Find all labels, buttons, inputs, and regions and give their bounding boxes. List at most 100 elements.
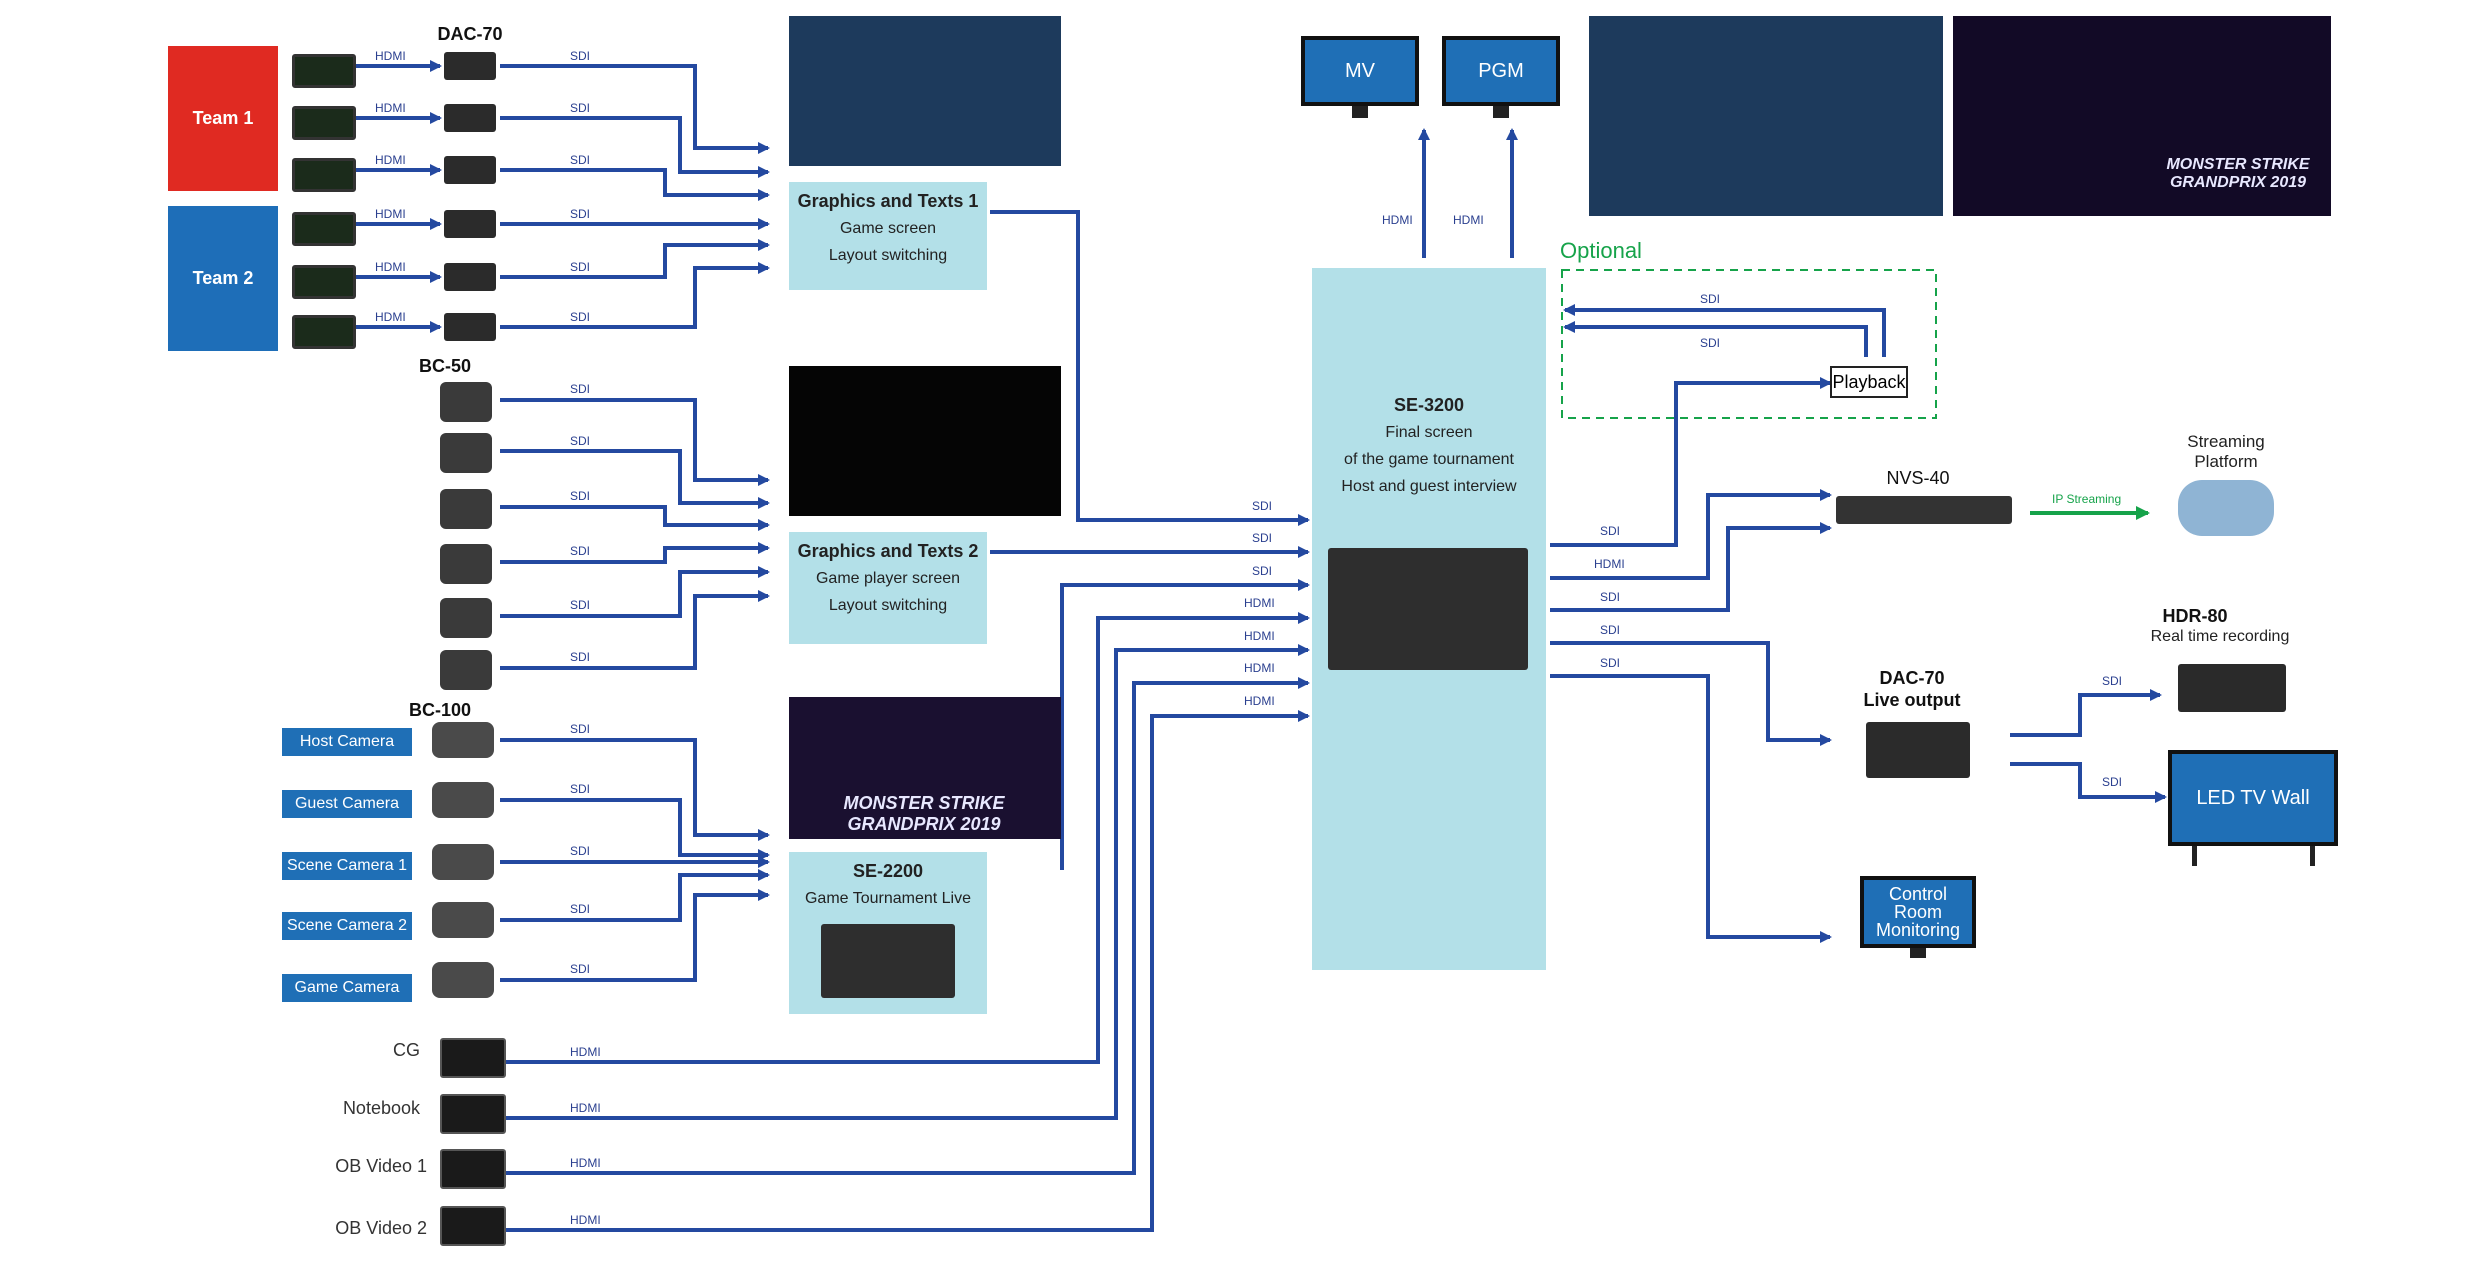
converter-icon — [444, 313, 496, 341]
team-2-label: Team 2 — [192, 268, 254, 288]
box-camera-icon — [440, 382, 492, 422]
box-camera-icon — [440, 489, 492, 529]
svg-text:IP Streaming: IP Streaming — [2052, 492, 2121, 506]
dac70-input-label: DAC-70 — [437, 24, 503, 44]
pgm-monitor: PGM — [1442, 36, 1560, 106]
svg-text:HDMI: HDMI — [375, 49, 406, 63]
svg-text:SDI: SDI — [570, 49, 590, 63]
team-hdmi-wires — [352, 60, 442, 333]
bc50-sdi-wires — [500, 398, 770, 670]
graphics-texts-1-line1: Game screen — [839, 220, 937, 237]
se3200-line1: Final screen — [1385, 424, 1473, 441]
bc100-label: BC-100 — [408, 700, 472, 720]
svg-text:SDI: SDI — [570, 650, 590, 664]
se3200-box: SE-3200 Final screen of the game tournam… — [1312, 268, 1546, 970]
svg-text:SDI: SDI — [1252, 564, 1272, 578]
svg-text:HDMI: HDMI — [1244, 596, 1275, 610]
se2200-box: SE-2200 Game Tournament Live — [789, 852, 987, 1014]
ob-video-2-label: OB Video 2 — [335, 1218, 427, 1238]
playback-wires — [1561, 269, 1937, 419]
control-room-monitor: Control Room Monitoring — [1860, 876, 1976, 948]
player-screen-preview — [789, 366, 1061, 516]
svg-text:SDI: SDI — [570, 489, 590, 503]
svg-text:HDMI: HDMI — [1244, 694, 1275, 708]
box-camera-icon — [440, 598, 492, 638]
encoder-icon — [1836, 496, 2012, 524]
bc50-label: BC-50 — [418, 356, 471, 376]
graphics-texts-2-line2: Layout switching — [828, 597, 948, 614]
svg-text:HDMI: HDMI — [1382, 213, 1413, 227]
svg-text:HDMI: HDMI — [570, 1156, 601, 1170]
laptop-icon — [440, 1038, 506, 1078]
laptop-hdmi-wires — [505, 612, 1310, 1232]
svg-text:SDI: SDI — [570, 782, 590, 796]
graphics-texts-1-title: Graphics and Texts 1 — [797, 191, 979, 211]
svg-text:SDI: SDI — [1252, 531, 1272, 545]
team-2-block: Team 2 — [168, 206, 278, 351]
nvs40-label: NVS-40 — [1886, 468, 1950, 488]
guest-camera-label: Guest Camera — [282, 790, 412, 818]
svg-text:HDMI: HDMI — [1594, 557, 1625, 571]
processor-wires — [990, 210, 1310, 870]
monitor-stand — [1910, 948, 1926, 958]
monitor-stand — [2192, 846, 2197, 866]
hdr80-sublabel: Real time recording — [2150, 628, 2290, 645]
svg-text:HDMI: HDMI — [375, 310, 406, 324]
mv-monitor: MV — [1301, 36, 1419, 106]
svg-text:SDI: SDI — [570, 722, 590, 736]
graphics-texts-1-line2: Layout switching — [828, 247, 948, 264]
output-wires — [1550, 377, 2167, 943]
phone-icon — [292, 265, 356, 299]
notebook-label: Notebook — [342, 1098, 420, 1118]
monitor-stand — [1493, 106, 1509, 118]
box-camera-icon — [440, 544, 492, 584]
cloud-icon — [2178, 480, 2274, 536]
svg-text:SDI: SDI — [1600, 623, 1620, 637]
svg-text:SDI: SDI — [1252, 499, 1272, 513]
laptop-icon — [440, 1206, 506, 1246]
svg-text:SDI: SDI — [570, 153, 590, 167]
svg-text:SDI: SDI — [1600, 524, 1620, 538]
switcher-icon — [1328, 548, 1528, 670]
phone-icon — [292, 158, 356, 192]
svg-text:SDI: SDI — [570, 207, 590, 221]
switcher-icon — [821, 924, 955, 998]
led-tv-wall-label: LED TV Wall — [2196, 786, 2310, 809]
laptop-icon — [440, 1094, 506, 1134]
camera-icon — [432, 902, 494, 938]
svg-text:HDMI: HDMI — [1453, 213, 1484, 227]
game-camera-label: Game Camera — [282, 974, 412, 1002]
svg-text:SDI: SDI — [570, 598, 590, 612]
ob-video-1-label: OB Video 1 — [335, 1156, 427, 1176]
mv-label: MV — [1345, 59, 1375, 82]
se2200-line1: Game Tournament Live — [804, 890, 971, 907]
laptop-icon — [440, 1149, 506, 1189]
svg-text:SDI: SDI — [570, 962, 590, 976]
svg-text:SDI: SDI — [1600, 656, 1620, 670]
svg-text:SDI: SDI — [570, 434, 590, 448]
svg-text:SDI: SDI — [2102, 775, 2122, 789]
se3200-title: SE-3200 — [1393, 395, 1465, 415]
led-tv-wall: LED TV Wall — [2168, 750, 2338, 846]
tournament-title: MONSTER STRIKE GRANDPRIX 2019 — [843, 793, 1005, 834]
svg-text:HDMI: HDMI — [1244, 661, 1275, 675]
svg-text:SDI: SDI — [570, 844, 590, 858]
camera-icon — [432, 844, 494, 880]
control-room-label: Control Room Monitoring — [1875, 884, 1961, 940]
converter-icon — [444, 104, 496, 132]
phone-icon — [292, 54, 356, 88]
monitor-stand — [1352, 106, 1368, 118]
svg-text:SDI: SDI — [2102, 674, 2122, 688]
dac-sdi-wires — [500, 64, 770, 329]
scene-camera-2-label: Scene Camera 2 — [282, 912, 412, 940]
converter-icon — [444, 156, 496, 184]
pgm-label: PGM — [1478, 59, 1524, 82]
box-camera-icon — [440, 433, 492, 473]
se3200-line3: Host and guest interview — [1341, 478, 1517, 495]
game-screen-preview — [789, 16, 1061, 166]
svg-text:SDI: SDI — [570, 902, 590, 916]
svg-text:SDI: SDI — [1700, 336, 1720, 350]
svg-text:SDI: SDI — [570, 101, 590, 115]
camera-icon — [432, 962, 494, 998]
svg-text:SDI: SDI — [570, 544, 590, 558]
